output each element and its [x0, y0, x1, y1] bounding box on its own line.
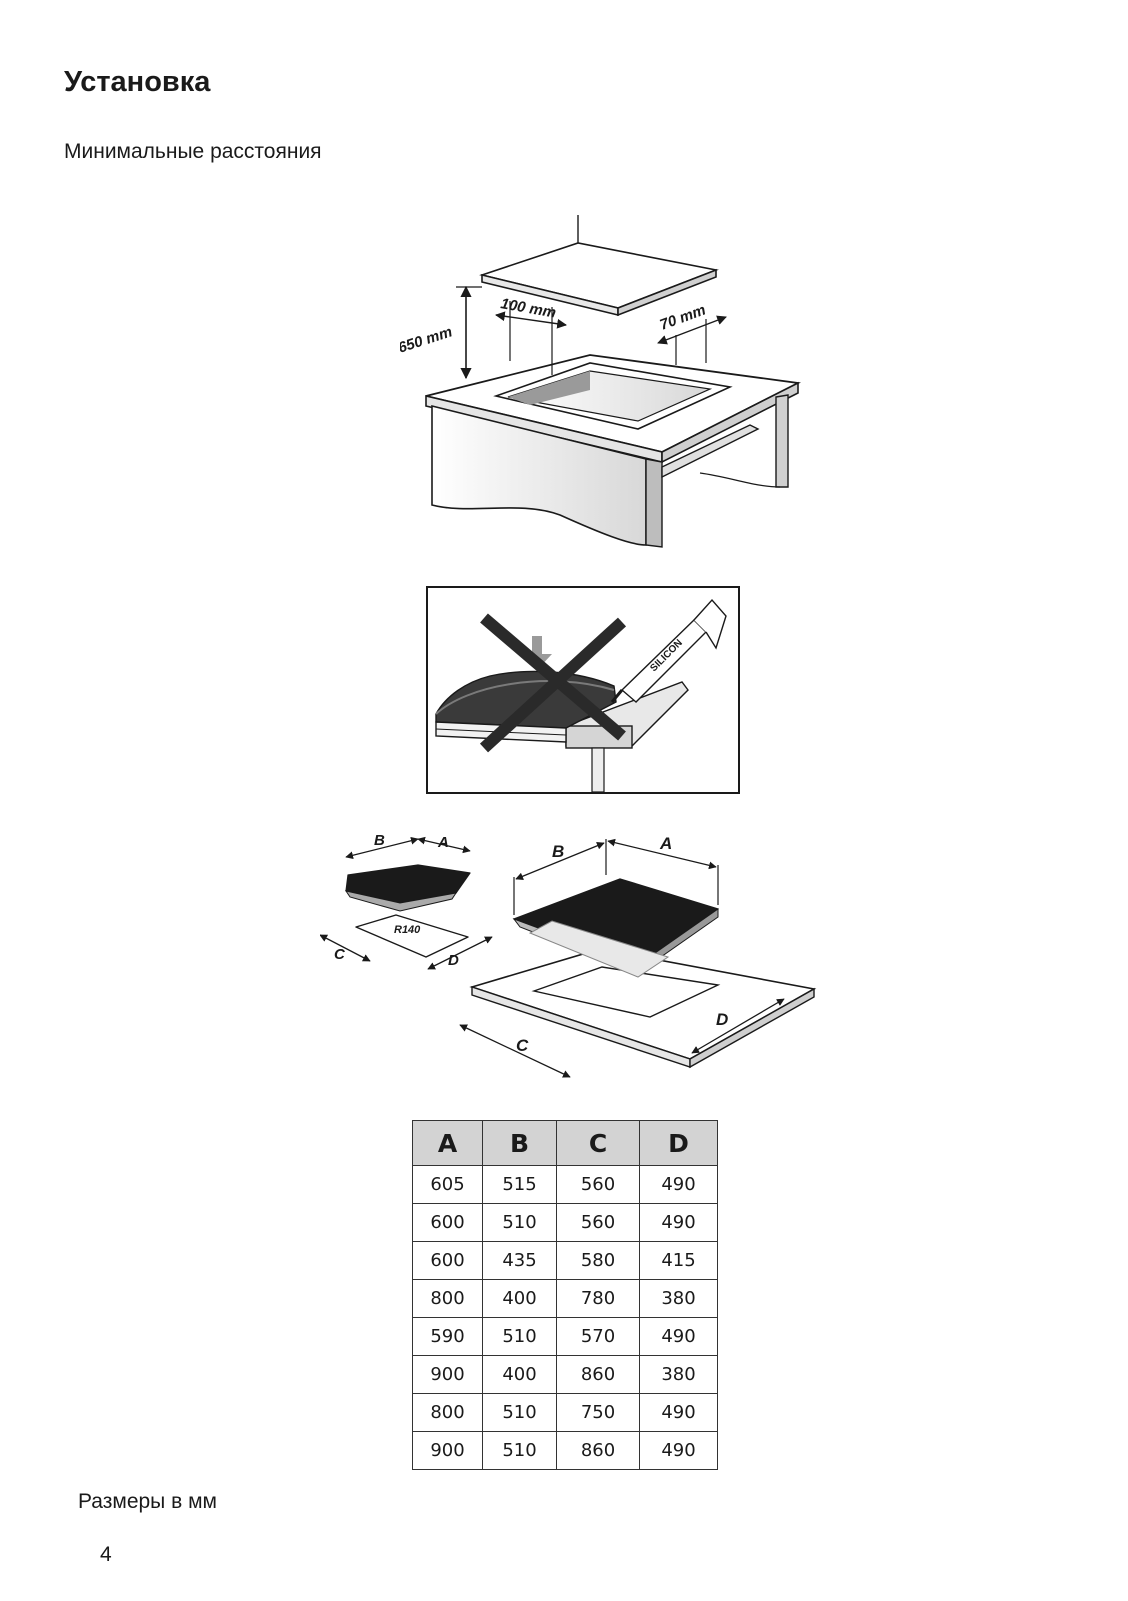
- label-d: D: [716, 1010, 728, 1029]
- table-cell: 490: [639, 1317, 718, 1356]
- table-cell: 560: [556, 1165, 640, 1204]
- units-caption: Размеры в мм: [78, 1490, 217, 1513]
- table-cell: 380: [639, 1355, 718, 1394]
- column-header: A: [412, 1120, 483, 1166]
- table-cell: 600: [412, 1203, 483, 1242]
- table-cell: 510: [482, 1203, 557, 1242]
- table-cell: 570: [556, 1317, 640, 1356]
- table-cell: 560: [556, 1203, 640, 1242]
- label-b: B: [552, 842, 564, 861]
- table-cell: 490: [639, 1431, 718, 1470]
- column-header: B: [482, 1120, 557, 1166]
- table-cell: 860: [556, 1431, 640, 1470]
- table-cell: 600: [412, 1241, 483, 1280]
- height-clearance-label: 650 mm: [400, 323, 454, 356]
- radius-label: R140: [394, 924, 421, 936]
- table-cell: 590: [412, 1317, 483, 1356]
- table-cell: 900: [412, 1355, 483, 1394]
- no-silicone-diagram: SILICON: [426, 586, 740, 794]
- column-header: C: [556, 1120, 640, 1166]
- table-cell: 900: [412, 1431, 483, 1470]
- clearance-diagram: 650 mm 100 mm 70 mm: [400, 215, 801, 548]
- table-cell: 400: [482, 1355, 557, 1394]
- label-c: C: [516, 1036, 529, 1055]
- table-cell: 605: [412, 1165, 483, 1204]
- small-label-c: C: [334, 946, 346, 963]
- small-label-d: D: [448, 952, 459, 969]
- table-cell: 780: [556, 1279, 640, 1318]
- column-header: D: [639, 1120, 718, 1166]
- page-title: Установка: [64, 66, 211, 98]
- table-header-row: A B C D: [412, 1120, 718, 1166]
- table-cell: 510: [482, 1317, 557, 1356]
- table-cell: 510: [482, 1431, 557, 1470]
- small-label-a: A: [437, 835, 449, 851]
- table-cell: 400: [482, 1279, 557, 1318]
- small-label-b: B: [374, 835, 385, 849]
- table-cell: 510: [482, 1393, 557, 1432]
- table-cell: 415: [639, 1241, 718, 1280]
- page-number: 4: [100, 1543, 112, 1566]
- table-cell: 580: [556, 1241, 640, 1280]
- table-cell: 860: [556, 1355, 640, 1394]
- table-cell: 490: [639, 1165, 718, 1204]
- table-cell: 380: [639, 1279, 718, 1318]
- table-cell: 435: [482, 1241, 557, 1280]
- table-cell: 800: [412, 1393, 483, 1432]
- page-subtitle: Минимальные расстояния: [64, 140, 322, 163]
- cutout-dimensions-diagram: B A R140 C D B A C D: [320, 835, 817, 1078]
- back-clearance-label: 100 mm: [499, 295, 557, 321]
- table-cell: 490: [639, 1203, 718, 1242]
- table-cell: 800: [412, 1279, 483, 1318]
- table-cell: 490: [639, 1393, 718, 1432]
- table-cell: 750: [556, 1393, 640, 1432]
- table-cell: 515: [482, 1165, 557, 1204]
- side-clearance-label: 70 mm: [658, 302, 708, 334]
- label-a: A: [659, 835, 672, 853]
